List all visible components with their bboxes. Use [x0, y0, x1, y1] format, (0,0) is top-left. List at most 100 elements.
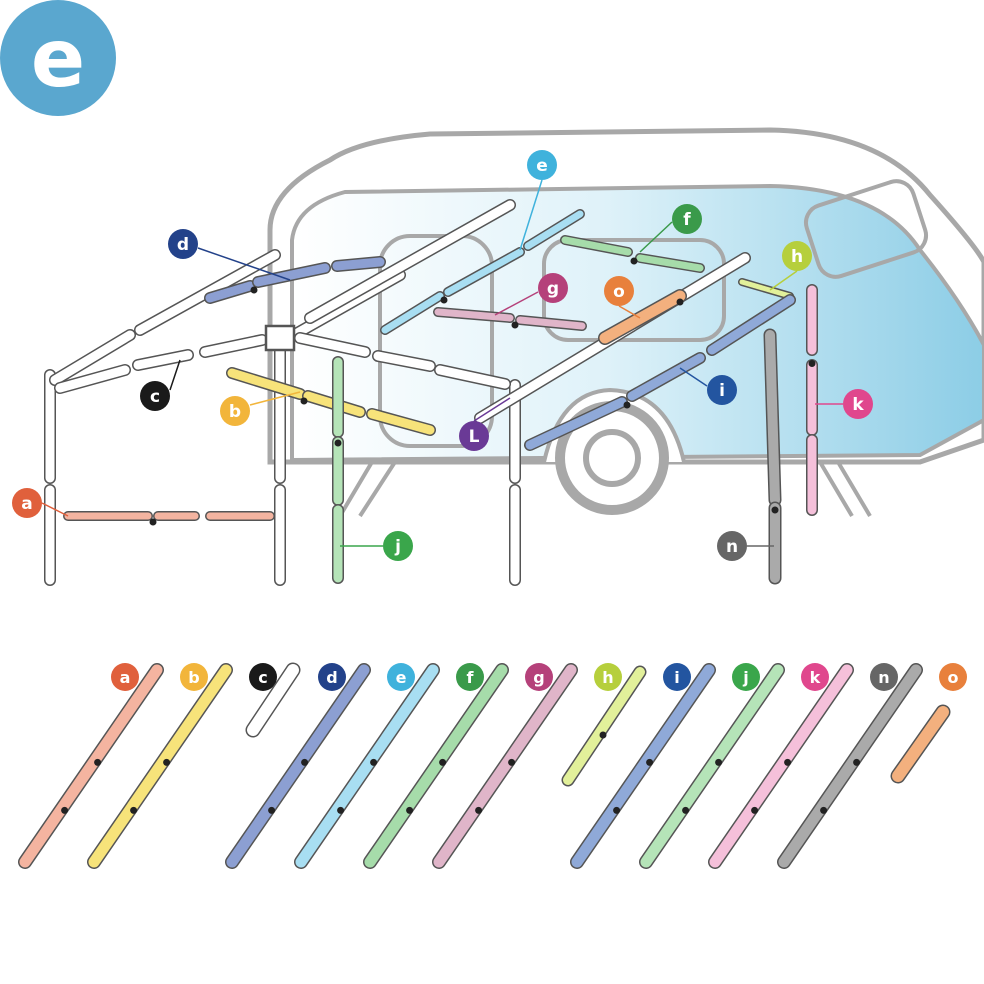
i-pole	[570, 663, 716, 869]
caravan-front-window	[803, 179, 929, 279]
leader-l	[473, 397, 511, 422]
legend-item-h: h	[561, 663, 647, 787]
legend-item-n: n	[777, 663, 923, 869]
front-rail-right-2	[372, 350, 436, 372]
pole-g-section	[433, 307, 515, 323]
pole-b-section	[226, 367, 306, 400]
legend-item-o: o	[890, 663, 967, 784]
label-b: b	[220, 396, 250, 426]
o-extension	[890, 704, 951, 784]
pole-d	[204, 256, 386, 304]
pole-i-section	[524, 396, 628, 451]
leader-i	[679, 367, 708, 387]
leader-d	[197, 247, 291, 281]
legend-letter-n: n	[878, 668, 889, 687]
clamp-knob	[301, 758, 309, 766]
label-d: d	[168, 229, 198, 259]
label-g: g	[538, 273, 568, 303]
legend-badge-h	[594, 663, 622, 691]
clamp-knob	[406, 806, 414, 814]
front-rail-mid	[199, 334, 268, 358]
clamp-knob	[511, 321, 519, 329]
wheel-arch-pole-icon	[777, 663, 923, 869]
legend-badge-d	[318, 663, 346, 691]
legend-letter-o: o	[948, 668, 959, 687]
clamp-knob	[337, 806, 345, 814]
label-n: n	[717, 531, 747, 561]
legend-item-c: c	[245, 662, 301, 738]
label-k: k	[843, 389, 873, 419]
pole-k	[806, 284, 818, 516]
adjustable-pole-icon	[18, 663, 164, 869]
legend-letter-e: e	[396, 668, 407, 687]
legend-badge-f	[456, 663, 484, 691]
legend-letter-d: d	[326, 668, 337, 687]
coloured-poles	[63, 209, 818, 585]
pole-d-section	[252, 262, 331, 288]
frame-corner-joint	[264, 324, 296, 352]
pole-e-section	[443, 247, 525, 297]
clamp-knob	[475, 806, 483, 814]
legend-badge-o	[939, 663, 967, 691]
pole-e	[380, 209, 585, 335]
leader-h	[769, 270, 798, 291]
leader-o	[618, 305, 641, 319]
label-e-letter: e	[536, 156, 548, 176]
label-leaders	[41, 179, 843, 547]
header-badge: e	[0, 0, 116, 116]
label-k-letter: k	[852, 395, 864, 415]
label-j: j	[383, 531, 413, 561]
caravan-rear-leg	[818, 460, 872, 518]
leader-g	[494, 291, 539, 316]
legend-badge-g	[525, 663, 553, 691]
clamp-knob	[751, 806, 759, 814]
clamp-knob	[682, 806, 690, 814]
header-badge-circle	[0, 0, 116, 116]
diagram-labels: a b c d e f g h i j k L n o	[12, 150, 873, 561]
pole-i-section	[706, 294, 796, 356]
clamp-knob	[300, 397, 308, 405]
label-b-letter: b	[229, 402, 241, 422]
clamp-knob	[630, 257, 638, 265]
label-j-letter: j	[394, 537, 401, 557]
pink-upright-pole-icon	[708, 663, 854, 869]
h-short-pole	[561, 665, 647, 787]
label-g-letter: g	[547, 279, 559, 299]
pole-f-section	[560, 235, 633, 257]
label-f: f	[672, 204, 702, 234]
clamp-knob	[599, 731, 607, 739]
c-connector	[245, 662, 301, 738]
d-pole	[225, 663, 371, 869]
roof-rafter-left	[49, 329, 136, 386]
g-pole	[432, 663, 578, 869]
clamp-knob	[623, 401, 631, 409]
label-o: o	[604, 276, 634, 306]
pole-i-section	[626, 352, 706, 402]
leader-f	[639, 221, 673, 253]
curved-hook-pole-icon	[432, 663, 578, 869]
clamp-knob	[771, 506, 779, 514]
j-pole	[639, 663, 785, 869]
label-a: a	[12, 488, 42, 518]
legend-badge-i	[663, 663, 691, 691]
pole-d-section	[204, 280, 256, 304]
roof-rafter-mid	[279, 269, 406, 346]
clamp-knob	[334, 439, 342, 447]
f-pole	[363, 663, 509, 869]
clamp-knob	[250, 286, 258, 294]
clamp-knob	[676, 298, 684, 306]
pole-f	[560, 235, 705, 273]
legend-item-a: a	[18, 663, 164, 869]
caravan-front-leg	[338, 460, 397, 518]
legend-letter-i: i	[674, 668, 679, 687]
extension-piece-icon	[890, 704, 951, 784]
pole-n	[763, 328, 782, 585]
clamp-knob	[784, 758, 792, 766]
leader-a	[41, 502, 69, 517]
ridge-pole-icon	[363, 663, 509, 869]
label-c-letter: c	[150, 387, 160, 407]
front-rail-c	[132, 349, 194, 371]
legend-item-k: k	[708, 663, 854, 869]
upright-pole-icon	[639, 663, 785, 869]
legend-letter-f: f	[467, 668, 475, 687]
